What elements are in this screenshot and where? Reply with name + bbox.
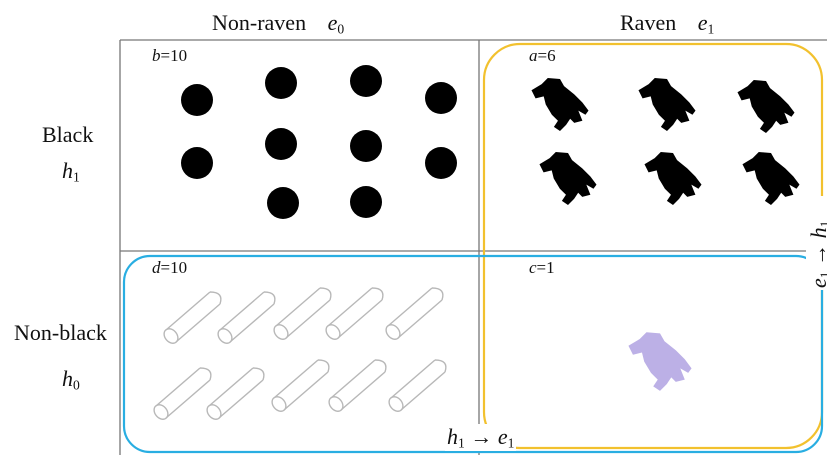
- row-header-black-symbol: h1: [62, 158, 80, 185]
- gray-tube-icon: [214, 291, 276, 346]
- region-label-h1-implies-e1: h1 → e1: [445, 424, 517, 452]
- raven-symbol: e1: [697, 10, 715, 37]
- cell-b-label: b=10: [152, 46, 188, 65]
- cell-d-label: d=10: [152, 258, 188, 277]
- gray-tube-icon: [270, 287, 332, 342]
- black-raven-icon: [737, 80, 795, 133]
- black-dot: [350, 186, 382, 218]
- gray-tube-icon: [203, 367, 265, 422]
- row-header-non-black-symbol: h0: [62, 366, 80, 393]
- grid-lines: [119, 39, 827, 455]
- row-header-black-label: Black: [42, 122, 94, 147]
- purple-raven-icon: [628, 332, 692, 391]
- non-raven-label: Non-raven: [212, 10, 307, 35]
- gray-tube-icon: [150, 367, 212, 422]
- gray-tube-icon: [322, 287, 384, 342]
- non-raven-symbol: e0: [327, 10, 345, 37]
- black-dot: [265, 67, 297, 99]
- black-dot: [350, 130, 382, 162]
- gray-tube-icon: [325, 359, 387, 414]
- black-dot: [425, 147, 457, 179]
- cell-b-items: [181, 65, 457, 219]
- black-raven-icon: [638, 78, 696, 131]
- black-dot: [425, 82, 457, 114]
- cell-c-items: [628, 332, 692, 391]
- black-raven-icon: [531, 78, 589, 131]
- column-header-raven: Raven e1: [620, 10, 714, 37]
- gray-tube-icon: [385, 359, 447, 414]
- non-black-region-outline: [122, 254, 824, 454]
- gray-tube-icon: [160, 291, 222, 346]
- black-dot: [181, 147, 213, 179]
- black-dot: [181, 84, 213, 116]
- region-label-e1-implies-h1: e1 → h1: [806, 196, 827, 290]
- cell-a-items: [531, 78, 800, 205]
- black-dot: [267, 187, 299, 219]
- black-raven-icon: [539, 152, 597, 205]
- raven-label: Raven: [620, 10, 677, 35]
- gray-tube-icon: [382, 287, 444, 342]
- black-dot: [350, 65, 382, 97]
- column-header-non-raven: Non-raven e0: [212, 10, 344, 37]
- gray-tube-icon: [268, 359, 330, 414]
- cell-c-label: c=1: [529, 258, 555, 277]
- black-dot: [265, 128, 297, 160]
- black-raven-icon: [742, 152, 800, 205]
- cell-a-label: a=6: [529, 46, 556, 65]
- row-header-non-black-label: Non-black: [14, 320, 107, 345]
- black-raven-icon: [644, 152, 702, 205]
- cell-d-items: [150, 287, 447, 422]
